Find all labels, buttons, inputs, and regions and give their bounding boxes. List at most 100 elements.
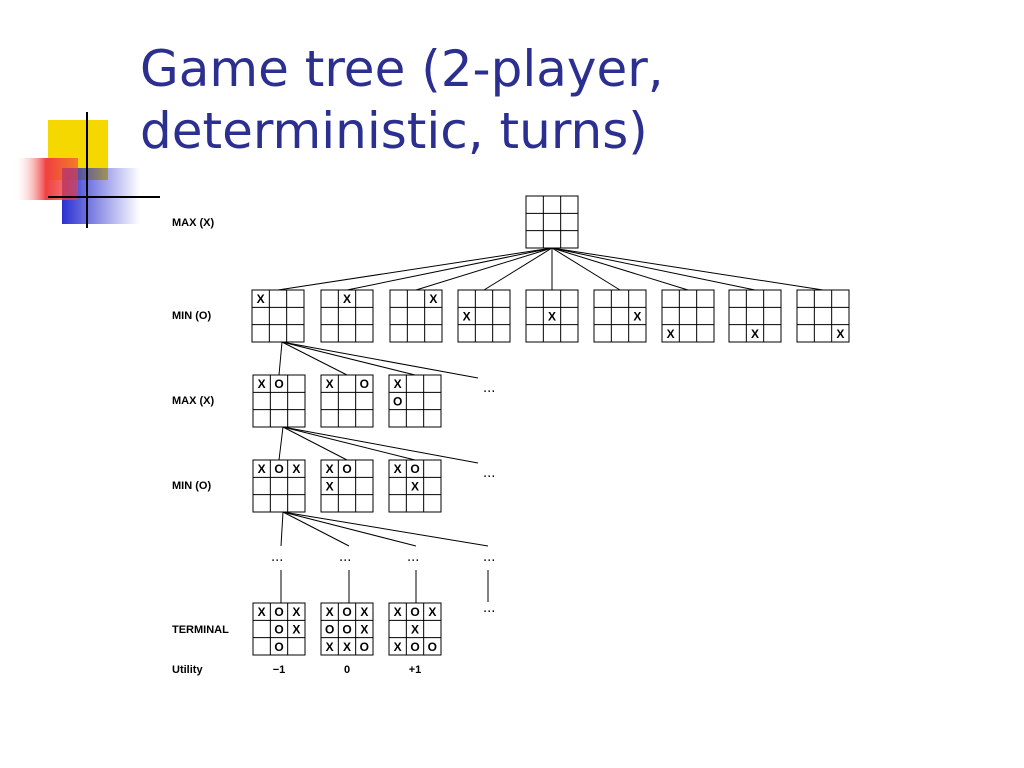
board-cell-mark: O — [410, 640, 419, 654]
tree-edge — [282, 511, 417, 547]
board-cell-mark: X — [394, 605, 402, 619]
board-frame — [388, 374, 442, 428]
deco-red-square — [14, 158, 78, 200]
board-frame — [320, 602, 374, 656]
level-label-min-1: MIN (O) — [172, 310, 211, 322]
tree-edge — [281, 341, 479, 379]
board-cell-mark: X — [394, 377, 402, 391]
board-level2-3: XO — [388, 374, 442, 428]
board-frame — [796, 289, 850, 343]
board-cell-mark: X — [633, 310, 641, 324]
board-cell-mark: X — [836, 327, 844, 341]
board-frame — [320, 374, 374, 428]
board-level1-5: X — [525, 289, 579, 343]
board-cell-mark: X — [257, 292, 265, 306]
tree-edge — [277, 247, 553, 291]
board-frame — [252, 602, 306, 656]
board-root — [525, 195, 579, 249]
board-cell-mark: O — [274, 377, 283, 391]
level-label-terminal: TERMINAL — [172, 624, 229, 636]
board-frame — [661, 289, 715, 343]
board-cell-mark: X — [326, 377, 334, 391]
board-cell-mark: O — [360, 640, 369, 654]
title-line-2: deterministic, turns) — [140, 102, 648, 160]
board-cell-mark: X — [326, 462, 334, 476]
board-cell-mark: O — [274, 462, 283, 476]
tree-edge — [280, 511, 284, 547]
board-level1-2: X — [320, 289, 374, 343]
board-frame — [728, 289, 782, 343]
board-cell-mark: X — [429, 292, 437, 306]
board-cell-mark: X — [343, 292, 351, 306]
board-cell-mark: O — [342, 462, 351, 476]
board-cell-mark: O — [325, 623, 334, 637]
board-cell-mark: O — [410, 462, 419, 476]
board-cell-mark: X — [360, 623, 368, 637]
title-line-1: Game tree (2-player, — [140, 40, 664, 98]
tree-edge — [278, 426, 284, 461]
ellipsis-terminal: ... — [483, 601, 495, 616]
board-level1-6: X — [593, 289, 647, 343]
tree-edge — [282, 511, 350, 547]
board-frame — [593, 289, 647, 343]
board-cell-mark: O — [342, 605, 351, 619]
board-level1-7: X — [661, 289, 715, 343]
board-cell-mark: X — [292, 623, 300, 637]
board-cell-mark: X — [411, 623, 419, 637]
board-frame — [320, 459, 374, 513]
board-cell-mark: X — [326, 640, 334, 654]
tree-edges — [277, 247, 824, 547]
board-frame — [388, 459, 442, 513]
tree-edge — [281, 341, 348, 376]
level-label-max-1: MAX (X) — [172, 217, 215, 229]
decorative-squares — [14, 112, 160, 228]
board-cell-mark: X — [258, 377, 266, 391]
board-cell-mark: X — [343, 640, 351, 654]
ellipsis-level2: ... — [483, 381, 495, 396]
tree-edge — [415, 247, 553, 291]
tree-edge — [281, 341, 416, 376]
utility-value-2: 0 — [344, 664, 350, 676]
board-frame — [252, 374, 306, 428]
utility-label: Utility — [172, 664, 203, 676]
board-cell-mark: X — [326, 605, 334, 619]
board-cell-mark: X — [394, 640, 402, 654]
board-cell-mark: O — [360, 377, 369, 391]
board-cell-mark: X — [292, 462, 300, 476]
board-cell-mark: X — [394, 462, 402, 476]
tree-edge — [551, 247, 621, 291]
slide-title: Game tree (2-player, deterministic, turn… — [140, 38, 664, 162]
board-level1-9: X — [796, 289, 850, 343]
board-level1-4: X — [457, 289, 511, 343]
tree-edge — [483, 247, 553, 291]
tree-edge — [346, 247, 553, 291]
board-cell-mark: X — [411, 480, 419, 494]
board-cell-mark: O — [393, 395, 402, 409]
tree-edge — [282, 426, 348, 461]
board-cell-mark: X — [258, 462, 266, 476]
board-cell-mark: O — [274, 623, 283, 637]
ellipsis-level4-a: ... — [271, 550, 283, 565]
tree-edge — [551, 247, 756, 291]
board-frame — [320, 289, 374, 343]
utility-value-1: −1 — [273, 664, 286, 676]
board-cell-mark: X — [667, 327, 675, 341]
tree-edge — [282, 426, 479, 464]
board-frame — [388, 602, 442, 656]
board-cell-mark: O — [410, 605, 419, 619]
board-cell-mark: X — [463, 310, 471, 324]
level-label-min-2: MIN (O) — [172, 480, 211, 492]
board-frame — [525, 195, 579, 249]
board-frame — [457, 289, 511, 343]
ellipsis-level4-b: ... — [339, 550, 351, 565]
board-cell-mark: X — [548, 310, 556, 324]
board-level1-3: X — [389, 289, 443, 343]
